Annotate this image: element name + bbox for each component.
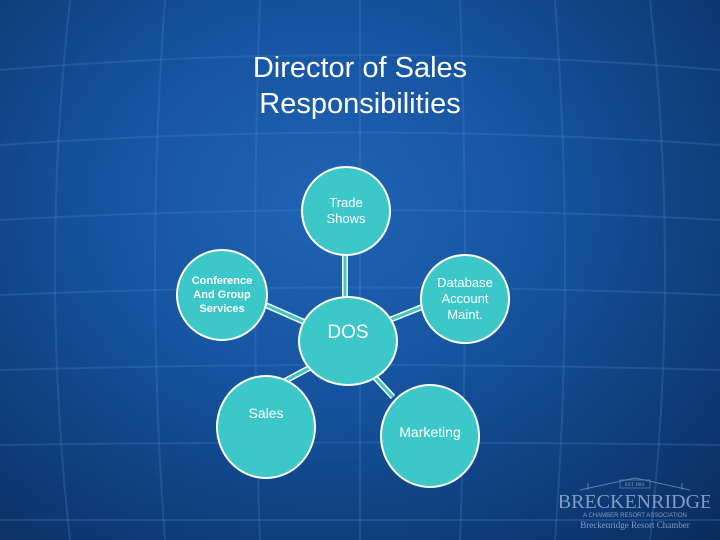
- logo-name: BRECKENRIDGE: [560, 491, 710, 513]
- node-sales: Sales: [216, 375, 316, 479]
- trade-shows-line-2: Shows: [326, 211, 366, 226]
- logo-est: EST 1961: [625, 483, 646, 488]
- database-line-3: Maint.: [447, 307, 483, 322]
- title-line-2: Responsibilities: [259, 88, 461, 120]
- trade-shows-line-1: Trade: [329, 195, 363, 210]
- logo-tagline: A CHAMBER RESORT ASSOCIATION: [583, 513, 687, 519]
- node-marketing: Marketing: [380, 384, 480, 488]
- conference-line-1: Conference: [191, 275, 253, 287]
- title-line-1: Director of Sales: [252, 52, 468, 84]
- breckenridge-logo: EST 1961 BRECKENRIDGE A CHAMBER RESORT A…: [558, 470, 712, 535]
- marketing-label: Marketing: [399, 424, 461, 440]
- conference-line-2: And Group: [193, 289, 251, 301]
- node-dos: DOS: [298, 296, 398, 386]
- conference-line-3: Services: [199, 303, 245, 315]
- slide-title: Director of Sales Responsibilities: [0, 50, 720, 122]
- logo-mark: EST 1961 BRECKENRIDGE A CHAMBER RESORT A…: [558, 477, 712, 530]
- logo-org: Breckenridge Resort Chamber: [580, 520, 689, 530]
- database-line-2: Account: [441, 291, 489, 306]
- node-conference: Conference And Group Services: [176, 249, 268, 341]
- node-database-account: Database Account Maint.: [420, 254, 510, 344]
- dos-label: DOS: [327, 322, 369, 343]
- sales-label: Sales: [248, 405, 284, 421]
- node-trade-shows: Trade Shows: [301, 166, 391, 256]
- database-line-1: Database: [437, 275, 493, 290]
